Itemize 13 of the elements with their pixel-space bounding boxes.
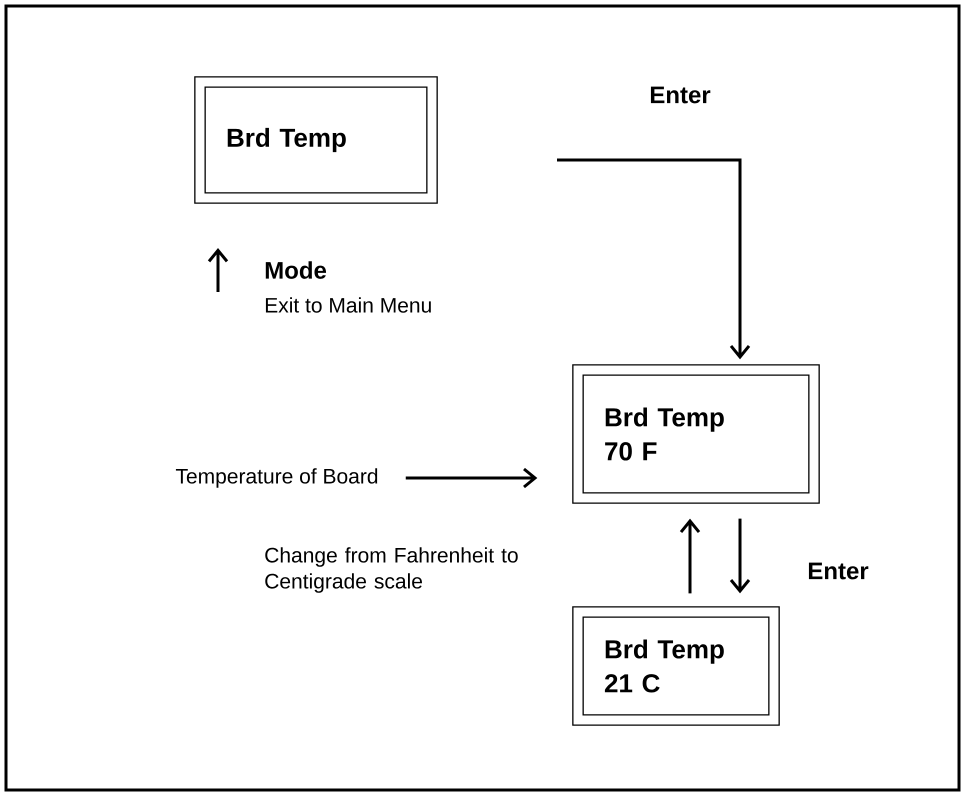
arrow — [680, 518, 700, 594]
display-box: Brd Temp 21 C — [572, 606, 780, 726]
arrow — [730, 518, 750, 594]
note-text: Change from Fahrenheit to Centigrade scale — [265, 547, 518, 593]
display-box: Brd Temp 70 F — [572, 364, 820, 504]
key-label: Mode — [266, 261, 326, 279]
arrow — [406, 468, 538, 488]
arrow — [557, 158, 750, 360]
edge-label: Enter — [806, 562, 870, 580]
edge-label: Enter — [648, 86, 712, 104]
description-text: Temperature of Board — [176, 468, 378, 488]
note-text: Exit to Main Menu — [266, 297, 431, 313]
display-box: Brd Temp — [194, 76, 438, 204]
